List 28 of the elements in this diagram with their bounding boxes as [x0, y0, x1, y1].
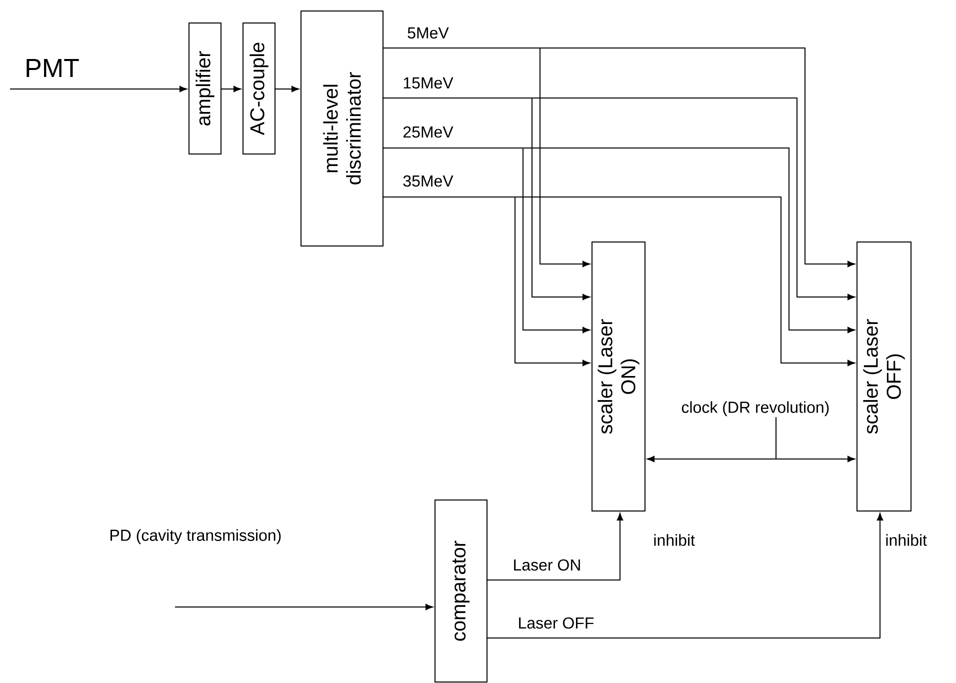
signal-label: clock (DR revolution): [682, 401, 829, 416]
arrow: [221, 86, 241, 92]
edge-label: Laser ON: [514, 559, 580, 571]
process-box: amplifier: [188, 22, 222, 154]
arrow: [383, 98, 856, 300]
edge-label: 5MeV: [408, 27, 449, 39]
arrow: [487, 513, 624, 580]
process-box: multi-level discriminator: [300, 10, 384, 246]
edge-label: 35MeV: [403, 175, 454, 187]
arrow: [275, 86, 299, 92]
arrow: [10, 86, 187, 92]
process-box: scaler (Laser OFF): [856, 242, 912, 512]
edge-label: PD (cavity transmission): [110, 529, 281, 544]
arrow: [383, 148, 856, 334]
edge-label: 25MeV: [403, 126, 454, 138]
arrow: [174, 604, 434, 610]
process-box: scaler (Laser ON): [592, 242, 646, 512]
edge-label: 15MeV: [404, 77, 454, 89]
arrow: [383, 196, 856, 366]
edge-label: PMT: [26, 59, 79, 77]
process-box: comparator: [434, 500, 488, 682]
edge-label: Laser OFF: [519, 617, 594, 629]
signal-label: inhibit: [886, 534, 927, 546]
arrow: [487, 513, 884, 638]
process-box: AC-couple: [242, 22, 276, 154]
arrow: [776, 416, 856, 462]
arrow: [383, 48, 856, 268]
signal-label: inhibit: [654, 534, 695, 546]
